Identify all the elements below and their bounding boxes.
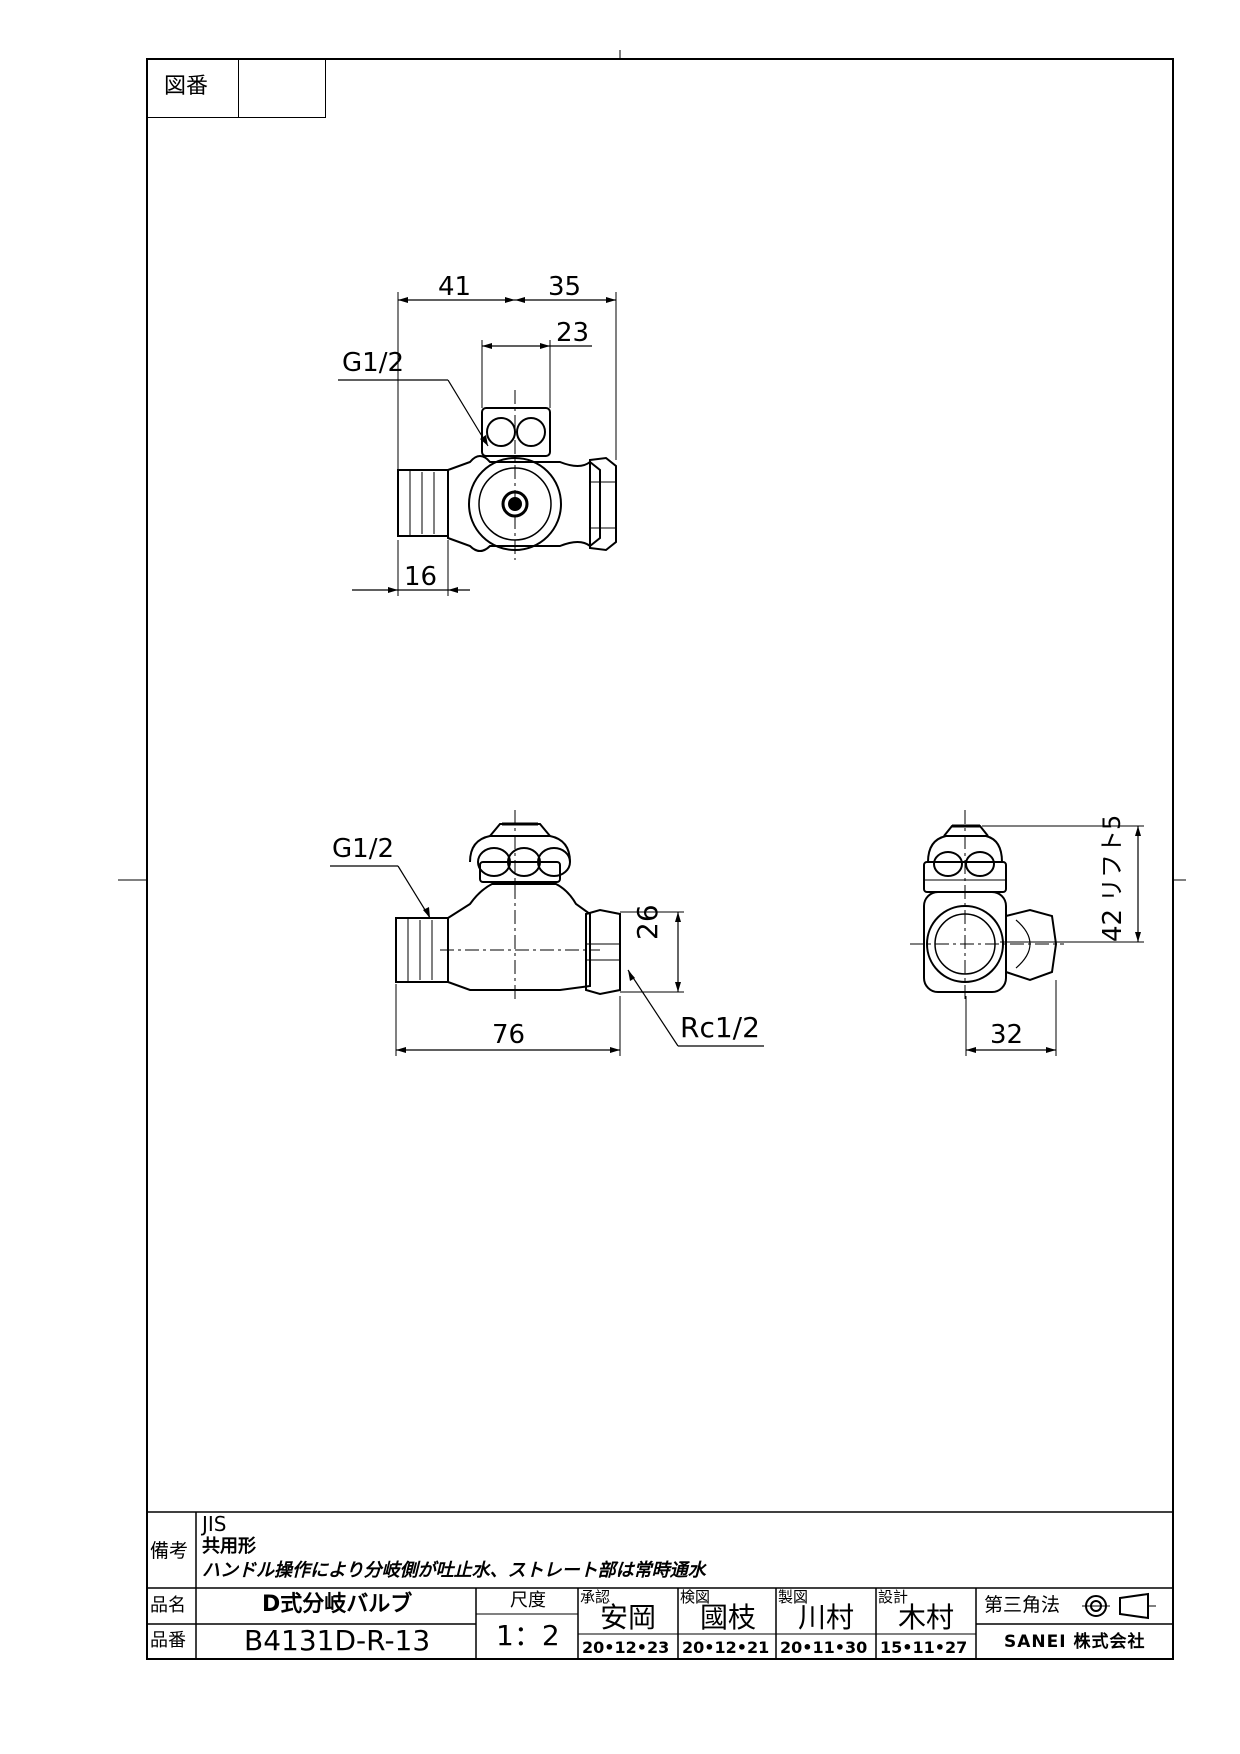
approval-date-2: 20•12•21 (682, 1638, 770, 1657)
hinmei-value: D式分岐バルブ (262, 1592, 413, 1617)
title-block-lines (146, 1511, 1174, 1658)
side-lift-label: リフト5 (1098, 814, 1126, 902)
top-dim-23: 23 (556, 318, 590, 348)
approval-date-1: 20•12•23 (582, 1638, 670, 1657)
side-dim-32: 32 (990, 1020, 1024, 1050)
approval-role-1: 承認 (580, 1588, 611, 1606)
approval-name-2: 國枝 (700, 1601, 757, 1634)
side-dim-42: 42 (1098, 908, 1128, 942)
approval-name-4: 木村 (898, 1601, 955, 1634)
approval-role-2: 検図 (680, 1588, 711, 1606)
drawing-number-label: 図番 (164, 74, 209, 99)
approval-name-1: 安岡 (600, 1601, 657, 1634)
approval-name-3: 川村 (798, 1601, 855, 1634)
top-dim-16: 16 (404, 562, 438, 592)
notes-line-2: 共用形 (202, 1536, 256, 1557)
company-name: SANEI 株式会社 (1004, 1632, 1146, 1652)
notes-label: 備考 (150, 1540, 189, 1562)
hinmei-label: 品名 (150, 1595, 186, 1616)
notes-line-1: JIS (202, 1512, 227, 1536)
front-view (330, 810, 764, 1056)
front-thread-right: Rc1/2 (680, 1011, 760, 1044)
top-view (338, 292, 617, 596)
front-dim-26: 26 (631, 904, 664, 940)
hinban-value: B4131D-R-13 (244, 1624, 431, 1657)
approval-role-3: 製図 (778, 1588, 809, 1606)
top-dim-35: 35 (548, 272, 582, 302)
scale-value: 1：2 (496, 1619, 560, 1652)
top-thread-label: G1/2 (342, 348, 404, 378)
approval-date-4: 15•11•27 (880, 1638, 968, 1657)
side-view (910, 810, 1144, 1056)
projection-label: 第三角法 (984, 1594, 1061, 1616)
notes-line-3: ハンドル操作により分岐側が吐止水、ストレート部は常時通水 (202, 1560, 706, 1581)
drawing-number-divider (238, 58, 239, 118)
approval-role-4: 設計 (878, 1588, 909, 1606)
drawing-frame (146, 58, 1174, 1660)
approval-date-3: 20•11•30 (780, 1638, 868, 1657)
front-dim-76: 76 (492, 1020, 526, 1050)
top-dim-41: 41 (438, 272, 472, 302)
hinban-label: 品番 (150, 1630, 186, 1651)
scale-label: 尺度 (510, 1590, 546, 1611)
third-angle-symbol (1082, 1592, 1156, 1620)
front-thread-left: G1/2 (332, 834, 394, 864)
drawing-number-box (146, 58, 326, 118)
